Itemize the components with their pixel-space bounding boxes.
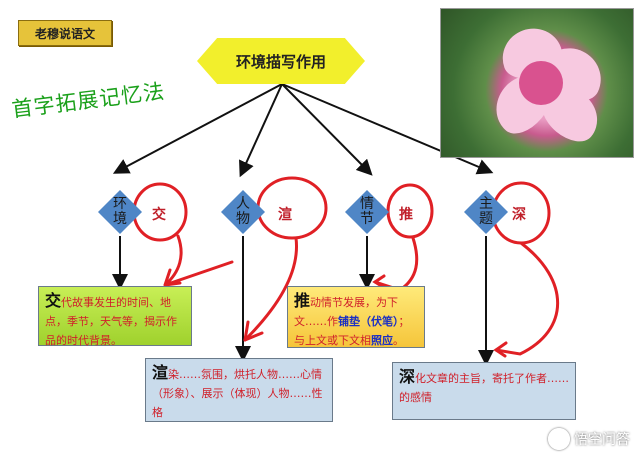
box-text-part2: ；与上文或下文相 — [294, 315, 410, 347]
box-text: 代故事发生的时间、地点，季节，天气等，揭示作品的时代背景。 — [45, 296, 177, 347]
first-char-tui: 推 — [399, 207, 413, 223]
diamond-label: 情 节 — [360, 195, 374, 227]
title-hexagon — [197, 38, 365, 84]
diamond-plot: 情 节 — [345, 190, 389, 234]
box-shen: 深化文章的主旨，寄托了作者……的感情 — [392, 362, 576, 420]
box-highlight-2: 照应 — [371, 334, 393, 347]
title-node: 环境描写作用 — [197, 38, 365, 84]
box-xuan: 渲染……氛围，烘托人物……心情（形象）、展示（体现）人物……性格 — [145, 358, 333, 422]
title-text: 环境描写作用 — [235, 52, 326, 71]
diamond-character: 人 物 — [221, 190, 265, 234]
diamond-label: 人 物 — [236, 195, 250, 227]
first-char-jiao: 交 — [152, 207, 166, 223]
box-lead: 深 — [399, 367, 416, 386]
box-text-part3: 。 — [393, 334, 404, 347]
author-badge: 老穆说语文 — [18, 20, 112, 46]
red-annotations — [132, 176, 559, 358]
box-lead: 渲 — [152, 363, 169, 382]
diamond-label: 环 境 — [113, 195, 127, 227]
box-lead: 推 — [294, 291, 311, 310]
diamond-theme: 主 题 — [464, 190, 508, 234]
box-tui: 推动情节发展，为下文……作铺垫（伏笔）；与上文或下文相照应。 — [287, 286, 425, 348]
box-highlight-1: 铺垫（伏笔） — [338, 315, 399, 328]
watermark-text: 悟空问答 — [574, 432, 630, 448]
first-char-shen: 深 — [512, 207, 526, 223]
wukong-icon — [548, 428, 570, 450]
diamond-environment: 环 境 — [98, 190, 142, 234]
diamond-label: 主 题 — [479, 195, 493, 227]
box-text: 染……氛围，烘托人物……心情（形象）、展示（体现）人物……性格 — [152, 368, 323, 419]
box-text: 化文章的主旨，寄托了作者……的感情 — [399, 372, 570, 404]
azalea-photo — [440, 8, 634, 158]
first-char-xuan: 渲 — [278, 207, 292, 223]
watermark: 悟空问答 — [548, 428, 630, 450]
box-lead: 交 — [45, 291, 62, 310]
box-jiao: 交代故事发生的时间、地点，季节，天气等，揭示作品的时代背景。 — [38, 286, 192, 347]
box-text-part1: 动情节发展，为下文……作 — [294, 296, 399, 328]
